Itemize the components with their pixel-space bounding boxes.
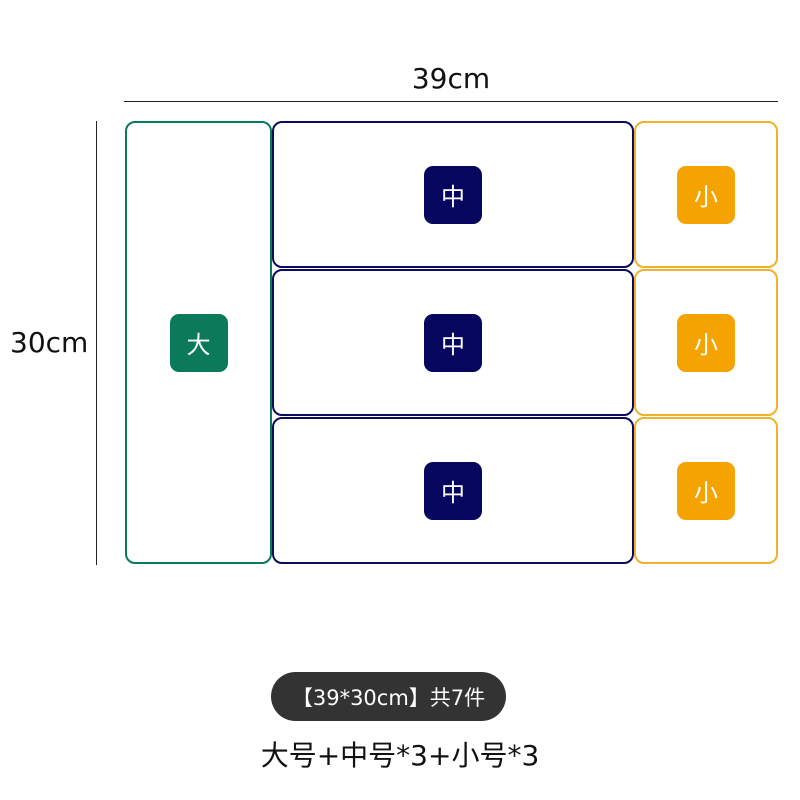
- height-dimension-label: 30cm: [10, 326, 89, 359]
- size-count-badge: 【39*30cm】共7件: [271, 672, 506, 721]
- small-piece-2: 小: [634, 269, 778, 416]
- medium-piece-tag: 中: [424, 165, 482, 224]
- small-piece-1: 小: [634, 121, 778, 268]
- medium-piece-tag: 中: [424, 461, 482, 520]
- small-piece-3: 小: [634, 417, 778, 564]
- medium-piece-tag: 中: [424, 313, 482, 372]
- large-piece-tag: 大: [169, 313, 228, 372]
- small-piece-tag: 小: [677, 313, 735, 372]
- small-piece-tag: 小: [677, 165, 735, 224]
- width-dimension-line: [124, 101, 778, 102]
- large-piece: 大: [125, 121, 272, 564]
- small-piece-tag: 小: [677, 461, 735, 520]
- set-composition-text: 大号+中号*3+小号*3: [260, 739, 540, 772]
- medium-piece-3: 中: [272, 417, 634, 564]
- width-dimension-label: 39cm: [411, 62, 491, 95]
- medium-piece-1: 中: [272, 121, 634, 268]
- height-dimension-line: [96, 121, 97, 565]
- medium-piece-2: 中: [272, 269, 634, 416]
